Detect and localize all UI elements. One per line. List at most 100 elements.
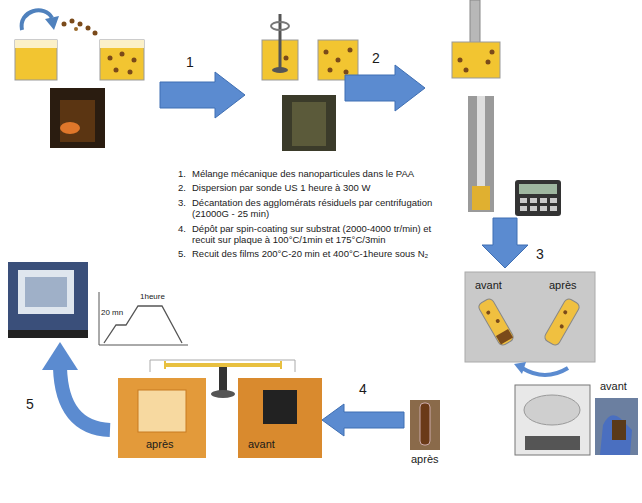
illustration-part [100, 40, 144, 48]
illustration-part [128, 70, 133, 75]
illustration-part [165, 363, 281, 367]
list-number: 1. [178, 168, 186, 179]
step-number: 1 [186, 54, 194, 71]
illustration-part [60, 368, 110, 430]
illustration-part [138, 390, 186, 432]
illustration-part [514, 362, 526, 374]
chart-annotation: 1heure [140, 292, 165, 302]
step-description: Mélange mécanique des nanoparticules dan… [192, 168, 457, 179]
illustration-part [495, 318, 500, 323]
illustration-part [100, 40, 144, 80]
photo-panel: avant [238, 378, 322, 458]
illustration-part [324, 50, 329, 55]
illustration-part [515, 385, 590, 455]
panel-caption: avant [475, 279, 502, 292]
illustration-part [522, 368, 568, 375]
illustration-part [464, 68, 469, 73]
panel-caption: après [549, 279, 577, 292]
illustration-part [280, 361, 282, 369]
illustration-part [8, 330, 88, 338]
illustration-part [15, 40, 57, 48]
illustration-part [477, 96, 485, 186]
illustration-part [543, 297, 581, 347]
connector-arrow [322, 404, 404, 436]
illustration-part [15, 40, 57, 80]
illustration-part [519, 184, 557, 194]
illustration-part [108, 56, 113, 61]
illustration-part [132, 58, 137, 63]
photo-panel: après [118, 378, 206, 458]
illustration-part [496, 329, 513, 345]
illustration-part [520, 206, 527, 211]
step-number: 2 [372, 50, 380, 67]
illustration-part [540, 198, 547, 203]
illustration-part [219, 367, 227, 391]
panel-caption: après [411, 453, 439, 466]
illustration-part [465, 272, 595, 362]
illustration-part [540, 206, 547, 211]
illustration-part [524, 395, 580, 425]
illustration-part [515, 180, 561, 216]
list-number: 2. [178, 182, 186, 193]
illustration-part [45, 16, 59, 30]
illustration-part [164, 361, 166, 369]
illustration-part [348, 48, 353, 53]
illustration-part [486, 60, 491, 65]
illustration-part [263, 390, 297, 424]
illustration-part [543, 297, 581, 347]
illustration-part [114, 68, 119, 73]
illustration-part [62, 22, 67, 27]
illustration-part [86, 26, 91, 31]
illustration-part [336, 58, 341, 63]
illustration-part [272, 67, 288, 73]
illustration-part [458, 58, 463, 63]
illustration-part [600, 415, 632, 455]
illustration-part [271, 22, 289, 30]
illustration-part [472, 186, 490, 210]
step-number: 5 [26, 396, 34, 413]
chart-annotation: 20 mn [101, 308, 123, 318]
illustration-part [563, 310, 568, 315]
illustration-part [160, 72, 245, 118]
illustration-part [477, 297, 515, 347]
process-arrow [322, 404, 404, 436]
illustration-part [42, 342, 78, 370]
step-description: Dispersion par sonde US 1 heure à 300 W [192, 182, 457, 193]
illustration-part [99, 292, 100, 345]
illustration-part [18, 270, 74, 314]
list-number: 3. [178, 197, 186, 208]
illustration-part [490, 50, 495, 55]
list-number: 5. [178, 248, 186, 259]
illustration-part [452, 42, 500, 78]
illustration-part [410, 400, 440, 450]
illustration-part [211, 390, 235, 398]
illustration-part [344, 70, 349, 75]
illustration-part [468, 96, 494, 212]
illustration-part [318, 40, 358, 80]
illustration-part [78, 22, 83, 27]
panel-caption: avant [600, 380, 627, 393]
illustration-part [74, 27, 78, 31]
list-number: 4. [178, 223, 186, 234]
illustration-part [595, 398, 638, 455]
illustration-part [292, 102, 326, 146]
illustration-part [8, 262, 88, 338]
illustration-part [120, 52, 125, 57]
illustration-part [612, 420, 626, 440]
illustration-part [420, 403, 430, 445]
step-description: Recuit des films 200°C-20 min et 400°C-1… [192, 248, 457, 259]
illustration-part [559, 324, 564, 329]
photo-panel: après [404, 398, 448, 470]
illustration-part [530, 206, 537, 211]
illustration-part [238, 378, 322, 458]
illustration-part [50, 88, 105, 148]
illustration-part [118, 378, 206, 458]
photo-panel: avant [594, 380, 638, 458]
step-number: 3 [536, 246, 544, 263]
panel-caption: après [146, 438, 174, 451]
step-number: 4 [357, 381, 369, 398]
step-description: Décantation des agglomérats résiduels pa… [192, 197, 457, 220]
illustration-part [486, 310, 491, 315]
centrifuge-tubes-panel: avant après [465, 272, 595, 362]
